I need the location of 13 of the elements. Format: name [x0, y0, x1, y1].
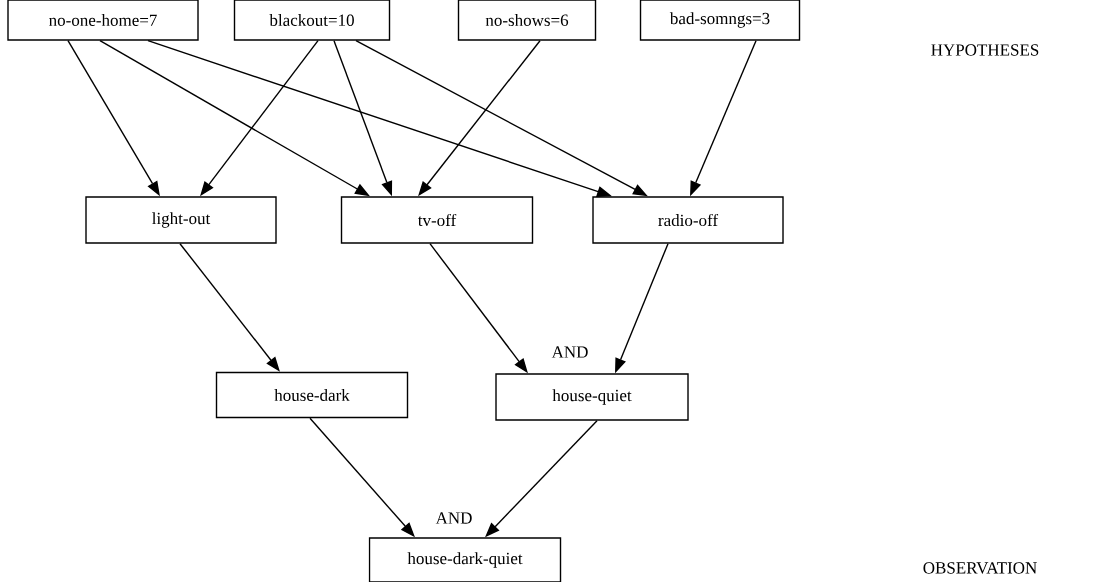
process-box: house-dark	[215, 371, 409, 419]
process-box: tv-off	[340, 196, 534, 244]
process-box: blackout=10	[233, 0, 391, 41]
level-label: OBSERVATION	[923, 562, 1037, 574]
process-box: radio-off	[592, 196, 784, 244]
process-box: house-dark-quiet	[368, 537, 562, 582]
level-label: HYPOTHESES	[931, 44, 1039, 56]
gate-label: AND	[551, 346, 588, 358]
process-box: house-quiet	[495, 373, 689, 421]
process-box: bad-somngs=3	[639, 0, 801, 41]
process-box: no-shows=6	[457, 0, 597, 41]
process-box: light-out	[85, 196, 277, 244]
process-box: no-one-home=7	[7, 0, 199, 41]
